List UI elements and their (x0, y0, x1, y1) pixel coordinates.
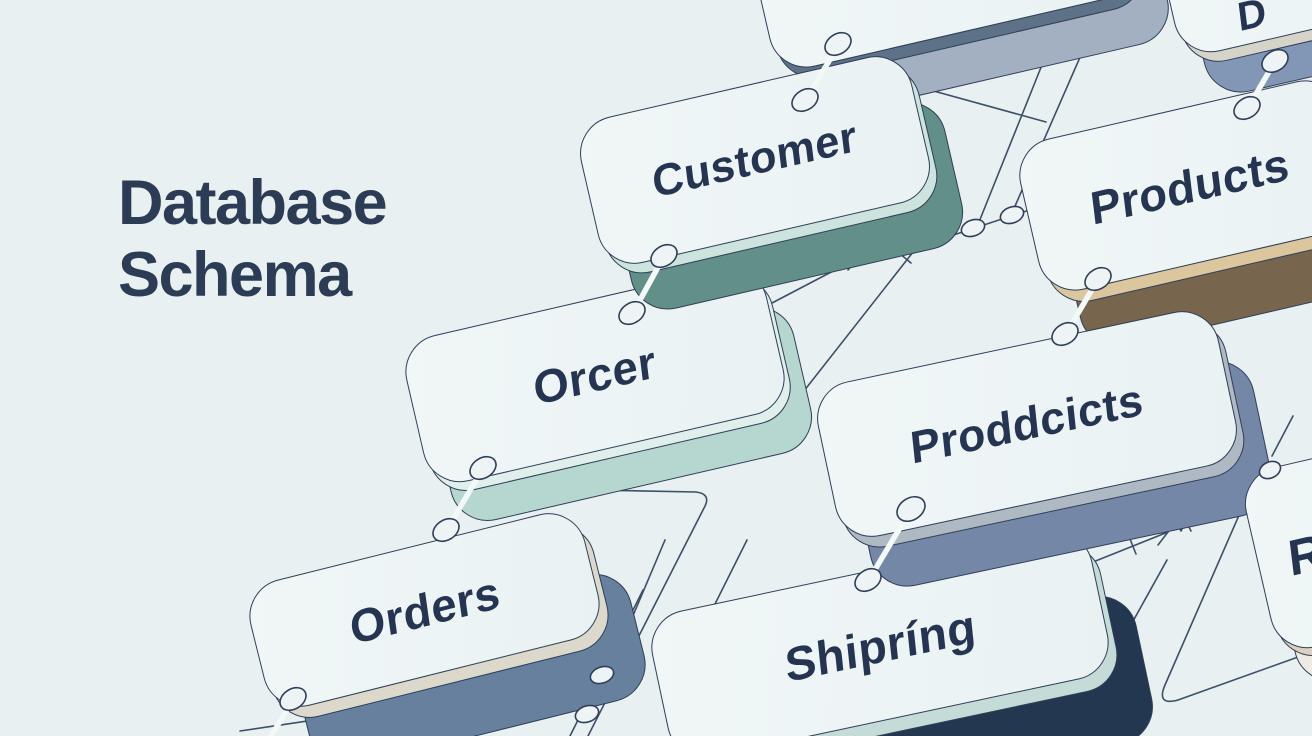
table-label: Shipríng (782, 598, 978, 692)
table-label: R (1284, 522, 1312, 587)
table-label: Customer (649, 111, 860, 208)
table-label: Proddcicts (908, 373, 1146, 474)
page-title-line1: Database (118, 168, 388, 238)
table-box-partial-top-right: D (1153, 0, 1312, 101)
table-label: Products (1087, 136, 1293, 235)
table-box-orders: Orders (241, 505, 654, 736)
table-box-customer: Customer (572, 48, 971, 318)
page-title-line2: Schema (118, 239, 352, 310)
table-box-products: Products (1011, 72, 1312, 355)
line-node-ellipse (960, 218, 986, 238)
table-label: Orcer (530, 334, 660, 416)
table-box-partial-top-center (741, 0, 1177, 121)
relationship-line (929, 89, 1047, 123)
tick-mark (1129, 538, 1137, 555)
page-title: Database Schema (118, 168, 388, 312)
table-label: D (1235, 0, 1270, 41)
line-node-ellipse (999, 205, 1025, 225)
table-box-proddcicts: Proddcicts (810, 304, 1280, 594)
table-label: Orders (346, 565, 503, 655)
